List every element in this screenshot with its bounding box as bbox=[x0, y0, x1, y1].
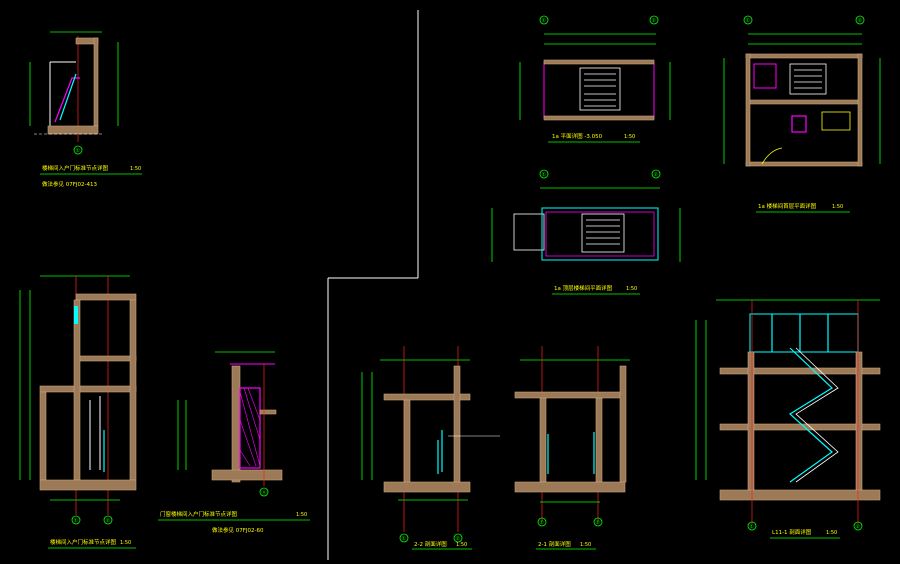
detail-top-left-axis: ① bbox=[76, 148, 81, 154]
section-11: ① ② L11-1 剖面详图 1:50 bbox=[695, 299, 881, 539]
plan-right-scale: 1:50 bbox=[832, 204, 843, 210]
plan-top-mid: ① ② 1a 平面详图 -3.050 1:50 bbox=[519, 15, 671, 143]
plan-right-axis-2: ② bbox=[858, 18, 863, 24]
plan-mid-axis-1: ① bbox=[542, 172, 547, 178]
section-22-axis-1: ① bbox=[402, 536, 407, 542]
section-11-axis-2: ② bbox=[856, 524, 861, 530]
section-21-axis-1: ① bbox=[540, 520, 545, 526]
section-left-scale: 1:50 bbox=[120, 540, 131, 546]
plan-right: ① ② 1a 楼梯间首层平面详图 1:50 bbox=[723, 15, 881, 213]
section-11-scale: 1:50 bbox=[826, 530, 837, 536]
detail-top-left-scale: 1:50 bbox=[130, 166, 141, 172]
section-21-title: 2-1 剖面详图 bbox=[538, 540, 571, 548]
plan-mid-scale: 1:50 bbox=[626, 286, 637, 292]
section-21: ① ② 2-1 剖面详图 1:50 bbox=[514, 346, 630, 550]
section-21-scale: 1:50 bbox=[580, 542, 591, 548]
plan-top-mid-title: 1a 平面详图 -3.050 bbox=[552, 132, 603, 140]
section-left: ① ② 楼梯间入户门标准节点详图 1:50 bbox=[19, 275, 137, 549]
plan-top-mid-axis-1: ① bbox=[542, 18, 547, 24]
section-11-title: L11-1 剖面详图 bbox=[772, 528, 812, 536]
plan-top-mid-axis-2: ② bbox=[652, 18, 657, 24]
section-11-axis-1: ① bbox=[750, 524, 755, 530]
section-22: ① ② 2-2 剖面详图 1:50 bbox=[361, 346, 500, 550]
section-22-scale: 1:50 bbox=[456, 542, 467, 548]
detail-middle-scale: 1:50 bbox=[296, 512, 307, 518]
section-left-axis-2: ② bbox=[106, 518, 111, 524]
detail-top-left-ref: 做法参见 07FJ02-413 bbox=[42, 180, 98, 188]
section-left-title: 楼梯间入户门标准节点详图 bbox=[50, 538, 117, 546]
section-22-axis-2: ② bbox=[456, 536, 461, 542]
plan-right-axis-1: ① bbox=[746, 18, 751, 24]
plan-right-title: 1a 楼梯间首层平面详图 bbox=[758, 202, 817, 210]
plan-mid-title: 1a 顶层楼梯间平面详图 bbox=[554, 284, 613, 292]
section-left-axis-1: ① bbox=[74, 518, 79, 524]
plan-mid: ① ② 1a 顶层楼梯间平面详图 1:50 bbox=[491, 169, 681, 295]
detail-middle-axis: Ⓐ bbox=[262, 489, 267, 496]
section-22-title: 2-2 剖面详图 bbox=[414, 540, 447, 548]
detail-top-left: ① 楼梯间入户门标准节点详图 1:50 做法参见 07FJ02-413 bbox=[29, 31, 142, 188]
detail-top-left-title: 楼梯间入户门标准节点详图 bbox=[42, 164, 109, 172]
detail-middle-ref: 做法参见 07FJ02-60 bbox=[212, 526, 264, 534]
detail-middle-title: 门窗楼梯间入户门标准节点详图 bbox=[160, 510, 238, 518]
plan-top-mid-scale: 1:50 bbox=[624, 134, 635, 140]
detail-middle: Ⓐ 门窗楼梯间入户门标准节点详图 1:50 做法参见 07FJ02-60 bbox=[158, 351, 310, 534]
section-21-axis-2: ② bbox=[596, 520, 601, 526]
sheet-divider bbox=[327, 10, 419, 560]
plan-mid-axis-2: ② bbox=[654, 172, 659, 178]
